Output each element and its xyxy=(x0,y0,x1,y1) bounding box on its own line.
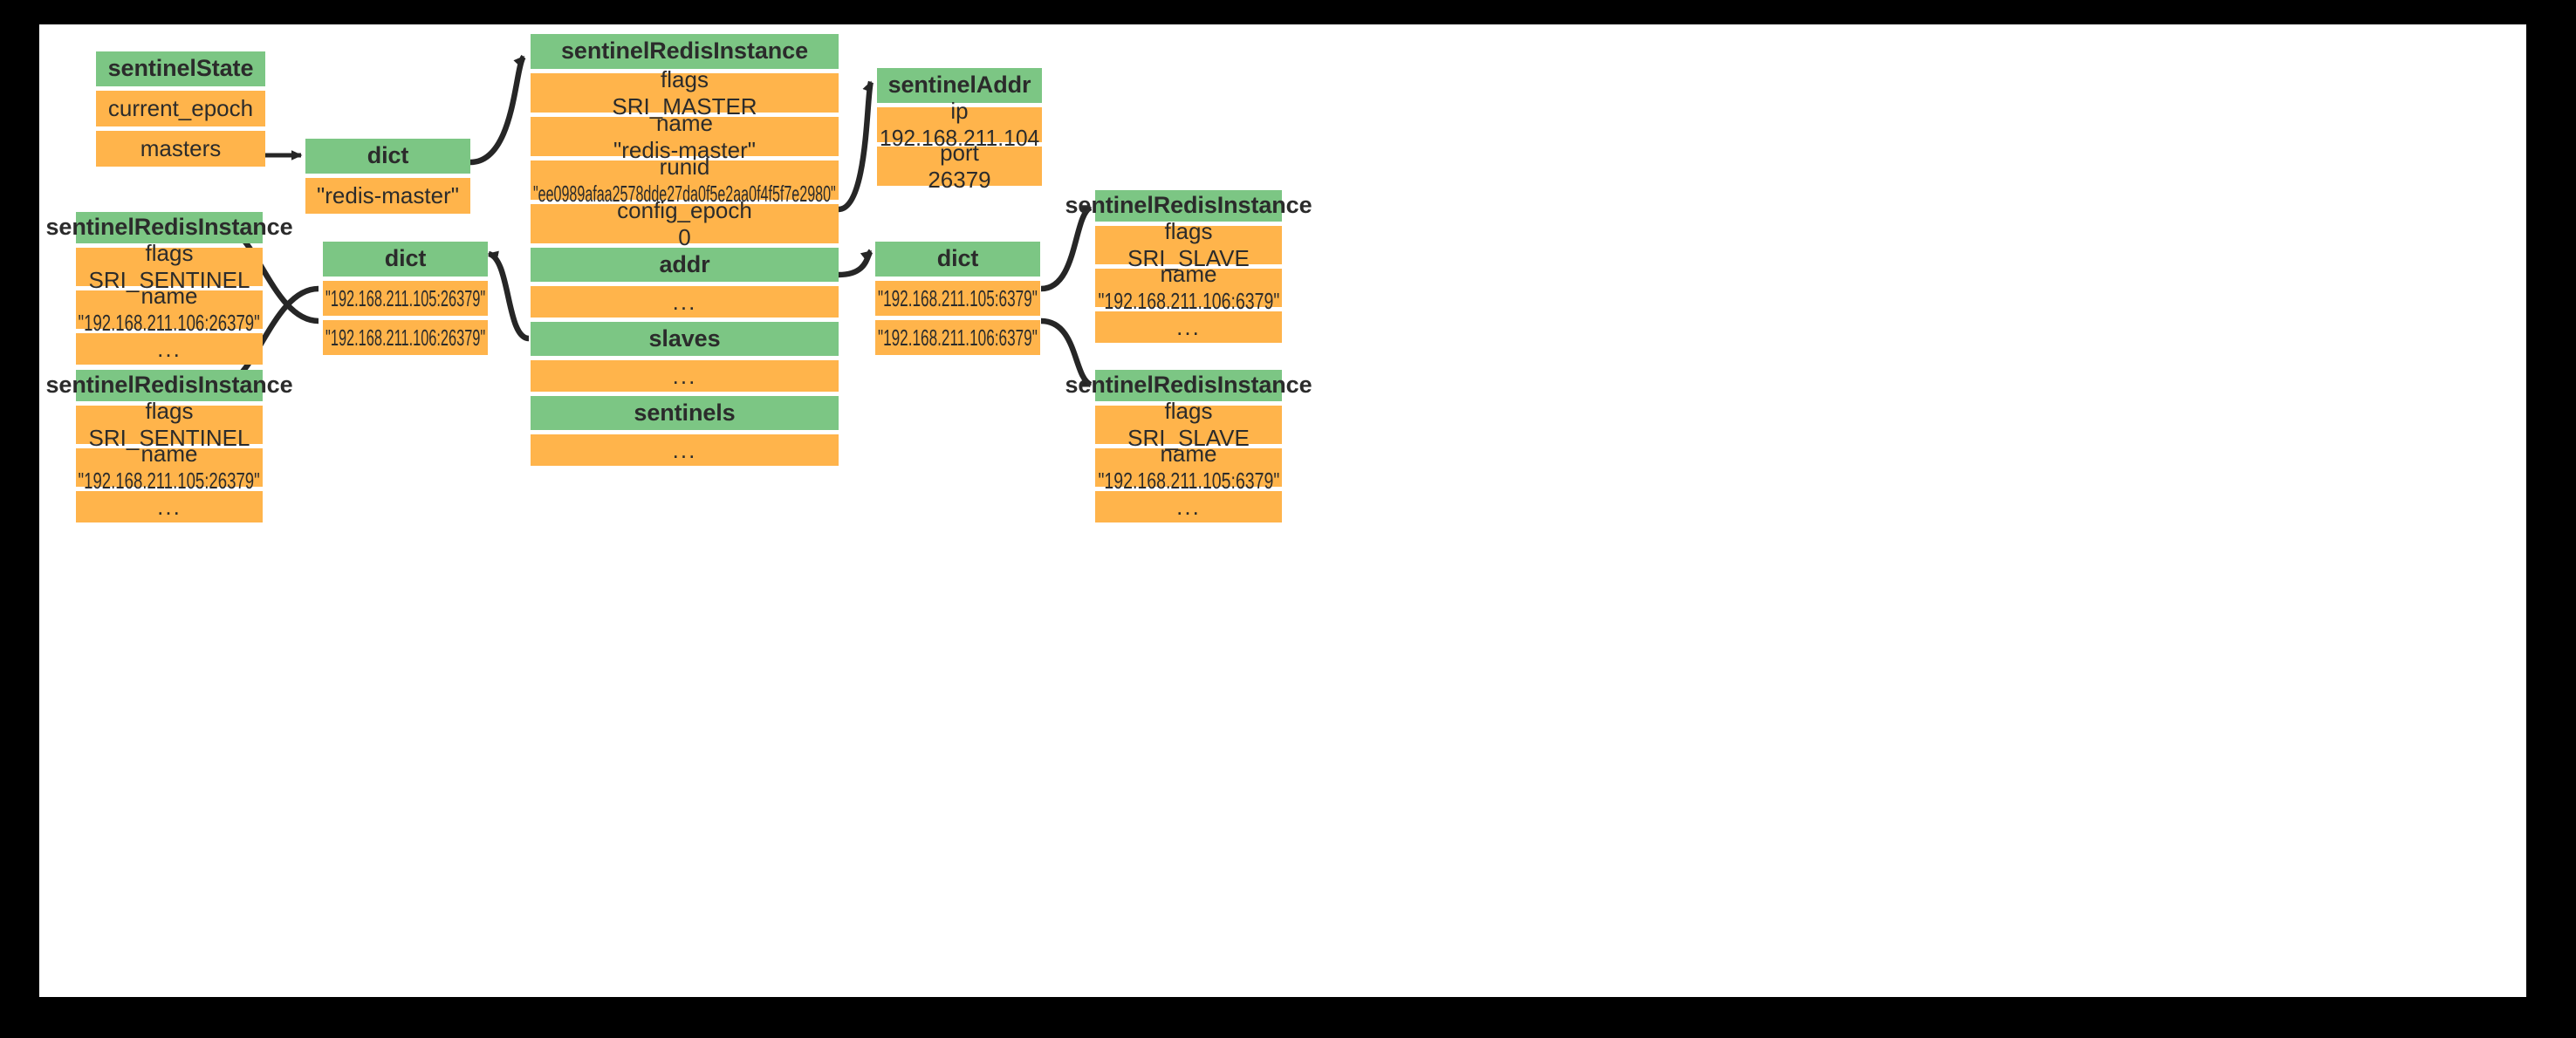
field-slave-105: "192.168.211.105:6379" xyxy=(875,281,1040,316)
field-value: SRI_MASTER xyxy=(612,92,757,120)
field-value: "192.168.211.105:6379" xyxy=(1098,468,1279,494)
field-more: ... xyxy=(1095,311,1282,343)
node-masters-dict: dict "redis-master" xyxy=(305,139,470,214)
connector-slavedict-105-to-instance xyxy=(1040,204,1093,292)
field-value: 0 xyxy=(678,223,691,250)
field-value: SRI_SLAVE xyxy=(1127,425,1250,451)
field-key: "redis-master" xyxy=(317,182,459,209)
node-title: sentinelRedisInstance xyxy=(46,212,293,243)
node-title: sentinelRedisInstance xyxy=(531,34,839,69)
field-key: ip xyxy=(950,98,969,125)
field-key: current_epoch xyxy=(107,95,254,122)
field-flags: flags SRI_SLAVE xyxy=(1095,218,1282,271)
field-key: name xyxy=(140,440,198,468)
field-key: name xyxy=(655,109,714,136)
field-runid: runid "ee0989afaa2578dde27da0f5e2aa0f4f5… xyxy=(531,154,839,207)
node-title: sentinelRedisInstance xyxy=(46,370,293,401)
field-masters: masters xyxy=(96,131,265,167)
field-name: name "192.168.211.105:26379" xyxy=(76,440,263,494)
field-key: flags xyxy=(1164,218,1213,245)
field-value: SRI_SLAVE xyxy=(1127,245,1250,271)
field-slave-106: "192.168.211.106:6379" xyxy=(875,320,1040,355)
connector-slaves-to-dict xyxy=(838,249,874,278)
node-master-instance: sentinelRedisInstance flags SRI_MASTER n… xyxy=(531,34,839,466)
node-sentinel-instance-105: sentinelRedisInstance flags SRI_SENTINEL… xyxy=(46,370,293,522)
section-slaves-value: ... xyxy=(531,360,839,392)
node-slaves-dict: dict "192.168.211.105:6379" "192.168.211… xyxy=(875,242,1040,355)
node-title: sentinelState xyxy=(96,51,265,86)
field-current-epoch: current_epoch xyxy=(96,91,265,126)
node-title: dict xyxy=(875,242,1040,277)
connector-sentinels-to-dict xyxy=(487,250,530,342)
field-redis-master-key: "redis-master" xyxy=(305,178,470,214)
field-more: ... xyxy=(1095,491,1282,522)
field-value: "192.168.211.106:6379" xyxy=(1098,288,1279,314)
connector-addr-to-sentineladdr xyxy=(838,80,874,213)
field-key: flags xyxy=(661,65,709,92)
field-key: name xyxy=(1160,440,1217,468)
section-sentinels-title: sentinels xyxy=(531,396,839,430)
node-slave-instance-106: sentinelRedisInstance flags SRI_SLAVE na… xyxy=(1065,190,1312,343)
field-more: ... xyxy=(76,333,263,365)
section-sentinels-value: ... xyxy=(531,434,839,466)
field-key: runid xyxy=(659,153,710,180)
field-key: flags xyxy=(1164,398,1213,425)
field-key: port xyxy=(940,139,979,166)
node-title: sentinelAddr xyxy=(877,68,1042,103)
field-name: name "redis-master" xyxy=(531,110,839,163)
field-value: "192.168.211.105:26379" xyxy=(78,468,261,494)
field-key: "192.168.211.105:26379" xyxy=(325,284,486,311)
node-slave-instance-105: sentinelRedisInstance flags SRI_SLAVE na… xyxy=(1065,370,1312,522)
section-addr-value: ... xyxy=(531,286,839,318)
field-name: name "192.168.211.106:6379" xyxy=(1095,261,1282,314)
node-sentinel-state: sentinelState current_epoch masters xyxy=(96,51,265,167)
node-sentinels-dict: dict "192.168.211.105:26379" "192.168.21… xyxy=(323,242,488,355)
field-key: flags xyxy=(145,398,194,425)
section-slaves-title: slaves xyxy=(531,322,839,356)
field-value: "redis-master" xyxy=(613,136,756,163)
node-sentinel-addr: sentinelAddr ip 192.168.211.104 port 263… xyxy=(877,68,1042,193)
field-value: 192.168.211.104 xyxy=(879,125,1040,151)
field-value: SRI_SENTINEL xyxy=(88,425,250,451)
diagram-canvas: sentinelState current_epoch masters dict… xyxy=(39,24,2526,997)
field-name: name "192.168.211.105:6379" xyxy=(1095,440,1282,494)
field-port: port 26379 xyxy=(877,140,1042,193)
connector-dict-to-master-instance xyxy=(469,54,526,166)
node-title: dict xyxy=(323,242,488,277)
field-key: name xyxy=(1160,261,1217,288)
field-config-epoch: config_epoch 0 xyxy=(531,197,839,250)
node-title: sentinelRedisInstance xyxy=(1065,190,1312,222)
field-flags: flags SRI_MASTER xyxy=(531,66,839,120)
field-ip: ip 192.168.211.104 xyxy=(877,98,1042,151)
field-value: "ee0989afaa2578dde27da0f5e2aa0f4f5f7e298… xyxy=(533,180,836,207)
field-sentinel-106: "192.168.211.106:26379" xyxy=(323,320,488,355)
field-flags: flags SRI_SENTINEL xyxy=(76,240,263,293)
field-name: name "192.168.211.106:26379" xyxy=(76,283,263,336)
node-title: dict xyxy=(305,139,470,174)
field-key: "192.168.211.105:6379" xyxy=(878,284,1038,311)
section-addr-title: addr xyxy=(531,248,839,282)
field-flags: flags SRI_SENTINEL xyxy=(76,398,263,451)
field-key: "192.168.211.106:6379" xyxy=(878,324,1038,351)
node-sentinel-instance-106: sentinelRedisInstance flags SRI_SENTINEL… xyxy=(46,212,293,365)
field-value: SRI_SENTINEL xyxy=(88,267,250,293)
field-value: 26379 xyxy=(928,166,991,193)
field-key: config_epoch xyxy=(617,196,752,223)
field-key: flags xyxy=(145,240,194,267)
field-key: masters xyxy=(140,135,222,162)
field-value: "192.168.211.106:26379" xyxy=(78,310,261,336)
field-more: ... xyxy=(76,491,263,522)
field-key: name xyxy=(140,283,198,310)
field-flags: flags SRI_SLAVE xyxy=(1095,398,1282,451)
field-key: "192.168.211.106:26379" xyxy=(325,324,486,351)
node-title: sentinelRedisInstance xyxy=(1065,370,1312,401)
field-sentinel-105: "192.168.211.105:26379" xyxy=(323,281,488,316)
